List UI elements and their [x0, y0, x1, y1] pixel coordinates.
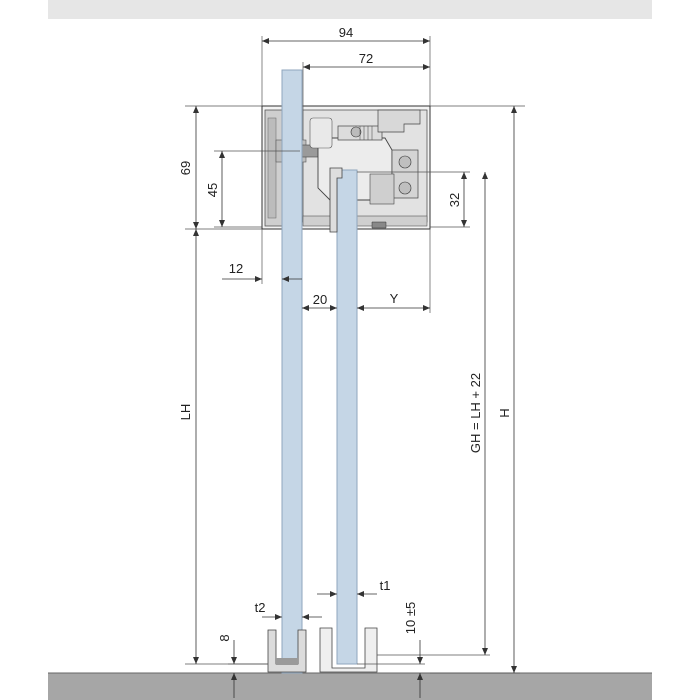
sliding-glass-panel — [336, 169, 358, 665]
dim-y-label: Y — [390, 291, 399, 306]
dim-94-label: 94 — [339, 25, 353, 40]
floor-guide-fixed — [267, 629, 307, 673]
dim-12-label: 12 — [229, 261, 243, 276]
dim-72-label: 72 — [359, 51, 373, 66]
dim-lh-label: LH — [178, 404, 193, 421]
dim-t2-label: t2 — [255, 600, 266, 615]
floor-guide-sliding — [319, 627, 378, 673]
dim-10-label: 10 ±5 — [403, 602, 418, 634]
dim-20-label: 20 — [313, 292, 327, 307]
dim-45-label: 45 — [205, 183, 220, 197]
dim-32-label: 32 — [447, 193, 462, 207]
dim-69-label: 69 — [178, 161, 193, 175]
floor — [48, 673, 652, 700]
dim-gh-label: GH = LH + 22 — [468, 373, 483, 453]
dim-8-label: 8 — [217, 634, 232, 641]
dim-h-label: H — [497, 408, 512, 417]
header-bar — [48, 0, 652, 19]
dim-t1-label: t1 — [380, 578, 391, 593]
fixed-glass-panel — [281, 69, 303, 674]
